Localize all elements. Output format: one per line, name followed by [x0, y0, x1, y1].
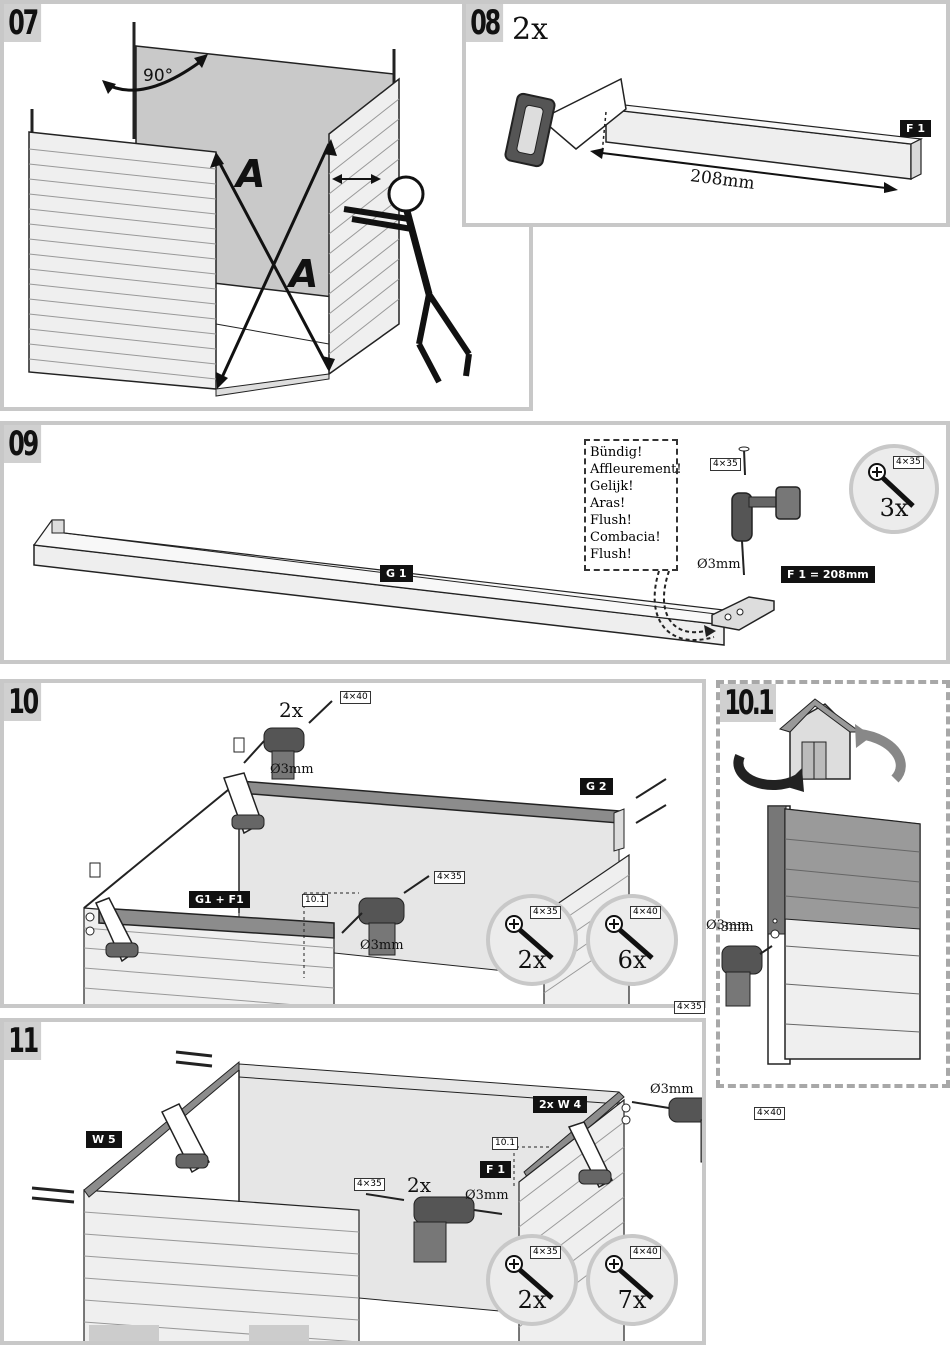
step-number: 08 [466, 4, 504, 42]
step-number: 07 [4, 4, 42, 42]
part-label-g1: G 1 [380, 565, 413, 582]
circle-screw-spec: 4×35 [530, 1246, 561, 1259]
quantity-label: 2x [279, 698, 304, 722]
part-label-w4: 2x W 4 [533, 1096, 588, 1113]
drill-size-label: Ø3mm [720, 920, 754, 935]
step-07-panel: 07 [0, 0, 533, 411]
step-number: 10 [4, 683, 42, 721]
step-number: 11 [4, 1022, 42, 1060]
screw-quantity-circle-2: 4×40 6x [586, 894, 678, 986]
step-09-illustration [32, 446, 801, 646]
step-10-1-illustration [721, 698, 921, 1065]
screw-icon [505, 1255, 554, 1300]
circle-quantity: 7x [617, 1286, 647, 1314]
part-label-g1-f1: G1 + F1 [189, 891, 250, 908]
flush-line: Aras! [590, 496, 626, 511]
step-number: 10.1 [720, 684, 776, 722]
part-label-w5: W 5 [86, 1131, 122, 1148]
circle-screw-spec: 4×40 [630, 906, 661, 919]
part-label-f1: F 1 [900, 120, 931, 137]
diagonal-b-label: A [289, 252, 319, 296]
drill-size-mid: Ø3mm [465, 1188, 509, 1203]
circle-quantity: 2x [517, 946, 547, 974]
step-11-panel: 11 [0, 1018, 706, 1345]
angle-label: 90° [143, 66, 174, 86]
flush-line: Affleurement! [590, 462, 682, 477]
step-10-1-panel: 10.1 Ø3mm 4×35 [716, 680, 950, 1088]
screw-icon [605, 1255, 654, 1300]
circle-screw-spec: 4×35 [530, 906, 561, 919]
flush-line: Combacia! [590, 530, 661, 545]
step-10-panel: 10 [0, 679, 706, 1008]
quantity-label: 2x [512, 12, 549, 47]
flush-line: Flush! [590, 513, 632, 528]
reference-step-label: 10.1 [492, 1137, 519, 1150]
step-07-illustration [28, 22, 472, 397]
step-08-illustration [504, 77, 924, 193]
circle-screw-spec: 4×35 [893, 456, 924, 469]
part-label-f1: F 1 [480, 1161, 511, 1178]
part-note-f1: F 1 = 208mm [781, 566, 875, 583]
step-08-panel: 08 2x F 1 208mm [462, 0, 950, 227]
screw-spec-label-outer: 4×35 [674, 1001, 705, 1014]
part-label-g2: G 2 [580, 778, 613, 795]
step-number: 09 [4, 425, 42, 463]
screw-quantity-circle: 4×35 3x [849, 444, 939, 534]
step-10-illustration [83, 700, 667, 1004]
circle-quantity: 2x [517, 1286, 547, 1314]
screw-spec-right-outer: 4×40 [754, 1107, 785, 1120]
screw-icon [605, 915, 654, 960]
drill-size-label-outer: Ø3mm [706, 918, 750, 933]
reference-step-label: 10.1 [302, 894, 329, 907]
circle-quantity: 3x [879, 494, 909, 522]
flush-line: Bündig! [590, 445, 643, 460]
drill-size-top: Ø3mm [270, 762, 314, 777]
drill-size-mid: Ø3mm [360, 938, 404, 953]
screw-spec-mid: 4×35 [434, 871, 465, 884]
flush-line: Gelijk! [590, 479, 634, 494]
step-09-panel: 09 G 1 F 1 = 208mm 4×35 Ø3mm Bündig! Aff… [0, 421, 950, 664]
screw-spec-label: 4×35 [710, 458, 741, 471]
circle-screw-spec: 4×40 [630, 1246, 661, 1259]
drill-size-right: Ø3mm [650, 1082, 694, 1097]
flush-note-box: Bündig! Affleurement! Gelijk! Aras! Flus… [584, 439, 682, 571]
drill-size-label: Ø3mm [697, 557, 741, 572]
quantity-label: 2x [407, 1173, 432, 1197]
screw-quantity-circle-2: 4×40 7x [586, 1234, 678, 1326]
screw-icon [505, 915, 554, 960]
flush-line: Flush! [590, 547, 632, 562]
screw-icon [868, 463, 915, 508]
screw-quantity-circle-1: 4×35 2x [486, 1234, 578, 1326]
diagonal-a-label: A [236, 152, 266, 196]
screw-quantity-circle-1: 4×35 2x [486, 894, 578, 986]
circle-quantity: 6x [617, 946, 647, 974]
screw-spec-top: 4×40 [340, 691, 371, 704]
screw-spec-mid: 4×35 [354, 1178, 385, 1191]
